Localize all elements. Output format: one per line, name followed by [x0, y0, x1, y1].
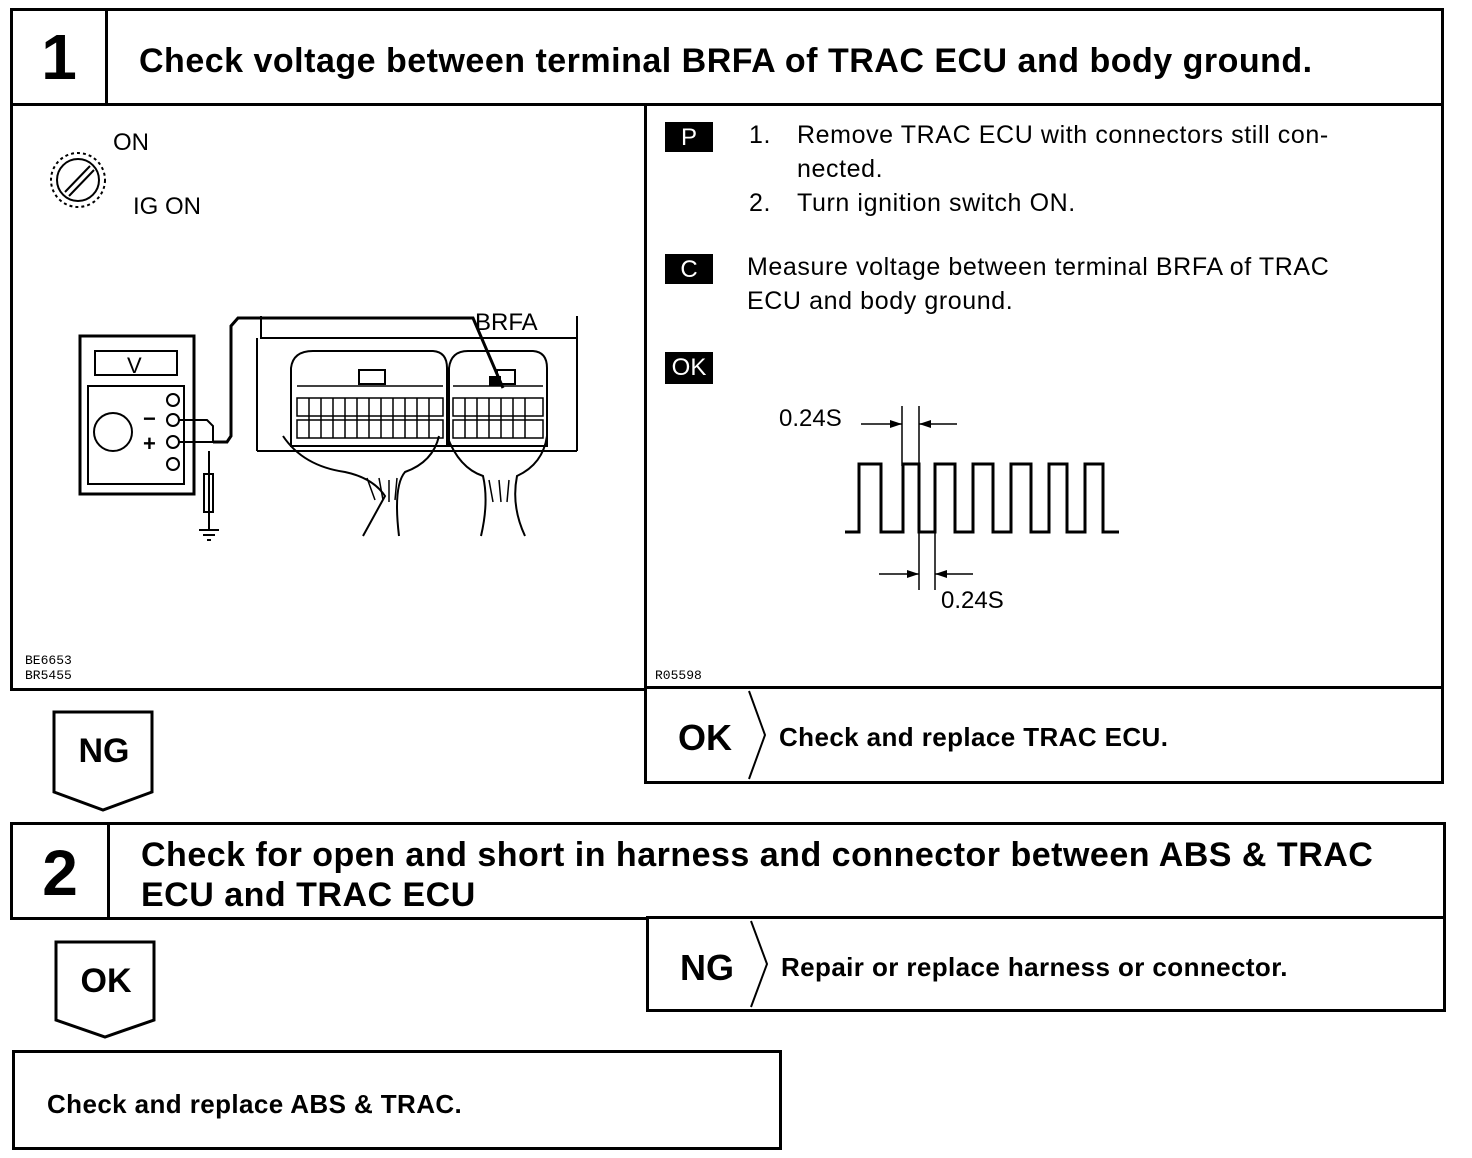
voltmeter-icon	[78, 334, 196, 496]
procedure-p-tag: P	[665, 122, 713, 152]
switch-on-label: ON	[113, 129, 149, 156]
result-ok-text: Check and replace TRAC ECU.	[779, 722, 1169, 752]
square-wave-line	[845, 462, 1119, 534]
diagram-code-2: BR5455	[25, 668, 72, 683]
ignition-switch-icon	[50, 152, 106, 208]
p-item-1-number: 1.	[749, 121, 772, 149]
p-item-1-continued: nected.	[797, 155, 884, 183]
step2-number: 2	[42, 837, 78, 909]
waveform-low-time-label: 0.24S	[941, 587, 1004, 614]
final-action-text: Check and replace ABS & TRAC.	[47, 1089, 463, 1119]
ok-arrow-label: OK	[80, 962, 132, 1000]
waveform-high-time-label: 0.24S	[779, 405, 842, 432]
step2-title-line1: Check for open and short in harness and …	[141, 836, 1374, 874]
meter-minus-label: −	[143, 406, 156, 431]
step2-number-divider	[107, 825, 110, 917]
step1-procedure-panel: P 1. Remove TRAC ECU with connectors sti…	[644, 103, 1444, 691]
ng-arrow-icon	[52, 710, 154, 812]
ng-arrow-label: NG	[78, 732, 130, 770]
step2-header: 2 Check for open and short in harness an…	[10, 822, 1446, 920]
result-chevron-icon-2	[750, 920, 769, 1008]
procedure-code: R05598	[655, 668, 702, 683]
ground-symbol-icon	[199, 512, 219, 541]
p-item-2-text: Turn ignition switch ON.	[797, 189, 1076, 217]
probe-lead	[213, 316, 505, 444]
c-text-line2: ECU and body ground.	[747, 287, 1014, 315]
step1-header: 1 Check voltage between terminal BRFA of…	[10, 8, 1444, 106]
meter-v-label: V	[127, 353, 142, 378]
switch-ig-on-label: IG ON	[133, 193, 201, 220]
p-item-2-number: 2.	[749, 189, 772, 217]
final-action-box: Check and replace ABS & TRAC.	[12, 1050, 782, 1150]
terminal-brfa-label: BRFA	[475, 309, 538, 336]
diagram-code-1: BE6653	[25, 653, 72, 668]
positive-lead	[179, 419, 214, 443]
trac-ecu-connector-icon	[256, 316, 578, 537]
result-chevron-icon	[748, 690, 767, 780]
step1-diagram-panel: ON IG ON V − +	[10, 103, 647, 691]
step1-number: 1	[41, 21, 77, 93]
procedure-c-tag: C	[665, 254, 713, 284]
meter-plus-label: +	[143, 431, 156, 456]
step2-ng-result: NG Repair or replace harness or connecto…	[646, 916, 1446, 1012]
step1-number-divider	[105, 11, 108, 103]
measurement-diagram: ON IG ON V − +	[25, 129, 578, 683]
p-item-1-text: Remove TRAC ECU with connectors still co…	[797, 121, 1329, 149]
result-ng-label: NG	[680, 947, 734, 988]
result-ok-label: OK	[678, 717, 732, 758]
step2-title-line2: ECU and TRAC ECU	[141, 876, 476, 914]
step1-ok-result: OK Check and replace TRAC ECU.	[644, 686, 1444, 784]
result-ng-text: Repair or replace harness or connector.	[781, 952, 1288, 982]
ok-arrow-icon	[54, 940, 156, 1039]
c-text-line1: Measure voltage between terminal BRFA of…	[747, 253, 1330, 281]
step1-title: Check voltage between terminal BRFA of T…	[139, 42, 1313, 80]
pulse-waveform: 0.24S 0.24S	[779, 405, 1119, 614]
ok-tag: OK	[665, 352, 713, 384]
